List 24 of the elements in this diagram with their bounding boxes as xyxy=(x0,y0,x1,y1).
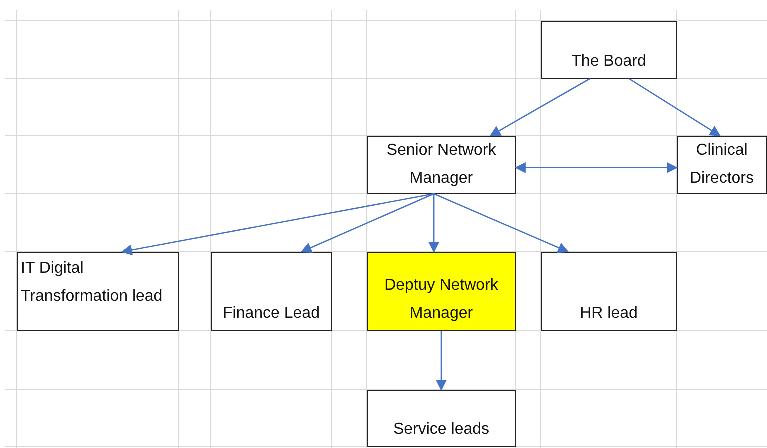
arrow xyxy=(490,78,590,137)
arrow xyxy=(300,193,434,254)
arrow xyxy=(434,193,570,254)
arrow xyxy=(436,331,447,392)
arrow xyxy=(514,162,678,174)
org-box xyxy=(17,252,179,331)
arrow xyxy=(428,194,440,254)
role-label: Senior Network Manager xyxy=(386,141,498,189)
role-label: The Board xyxy=(572,52,646,72)
org-box xyxy=(211,252,332,331)
role-label: Deptuy Network Manager xyxy=(384,276,500,324)
org-box xyxy=(367,252,516,331)
org-box xyxy=(541,252,677,331)
org-box xyxy=(541,21,677,79)
role-label: HR lead xyxy=(580,304,638,324)
arrow xyxy=(629,78,722,137)
role-label: Finance Lead xyxy=(223,304,320,324)
role-label: Clinical Directors xyxy=(688,141,755,189)
arrow xyxy=(121,193,434,256)
org-box xyxy=(677,136,767,194)
org-box xyxy=(367,390,516,447)
role-label: IT Digital Transformation lead xyxy=(21,259,164,307)
role-label: Service leads xyxy=(393,420,490,440)
org-box xyxy=(367,136,516,194)
